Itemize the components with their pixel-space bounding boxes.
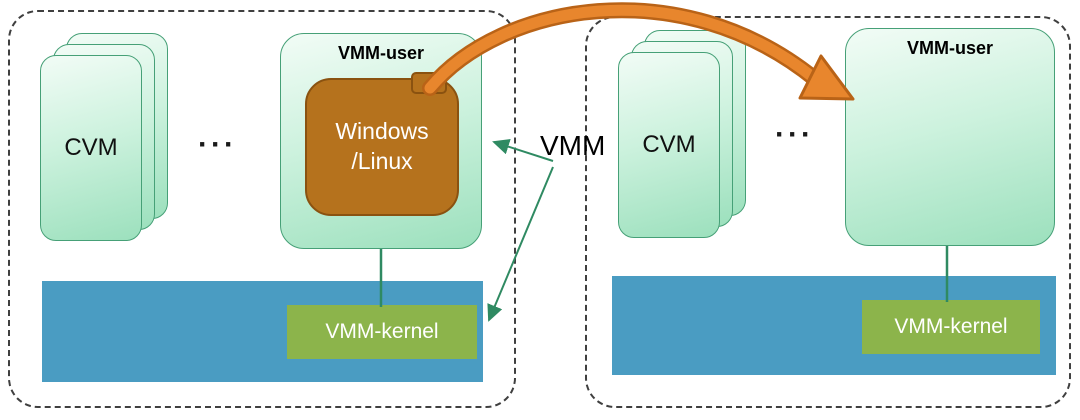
cvm-stack-left: CVM <box>40 33 170 245</box>
cvm-label-right: CVM <box>642 131 696 158</box>
vmm-user-label-left: VMM-user <box>337 43 424 63</box>
cvm-card-front: CVM <box>618 52 720 238</box>
cvm-stack-right: CVM <box>618 30 748 242</box>
ellipsis-left: ··· <box>198 128 237 161</box>
vmm-label: VMM <box>540 130 606 161</box>
guest-os-line1: Windows <box>335 118 429 145</box>
vmm-user-box-right: VMM-user <box>845 28 1055 246</box>
vmm-kernel-box-left: VMM-kernel <box>287 305 477 359</box>
ellipsis-right: ··· <box>775 118 814 151</box>
cvm-card-front: CVM <box>40 55 142 241</box>
host-panel-right <box>585 16 1071 408</box>
vmm-user-box-left: VMM-user Windows /Linux <box>280 33 482 249</box>
vmm-kernel-box-right: VMM-kernel <box>862 300 1040 354</box>
guest-os-box: Windows /Linux <box>305 78 459 216</box>
vmm-user-label-right: VMM-user <box>906 38 993 58</box>
cvm-label-left: CVM <box>64 134 118 161</box>
guest-os-line2: /Linux <box>351 148 413 174</box>
